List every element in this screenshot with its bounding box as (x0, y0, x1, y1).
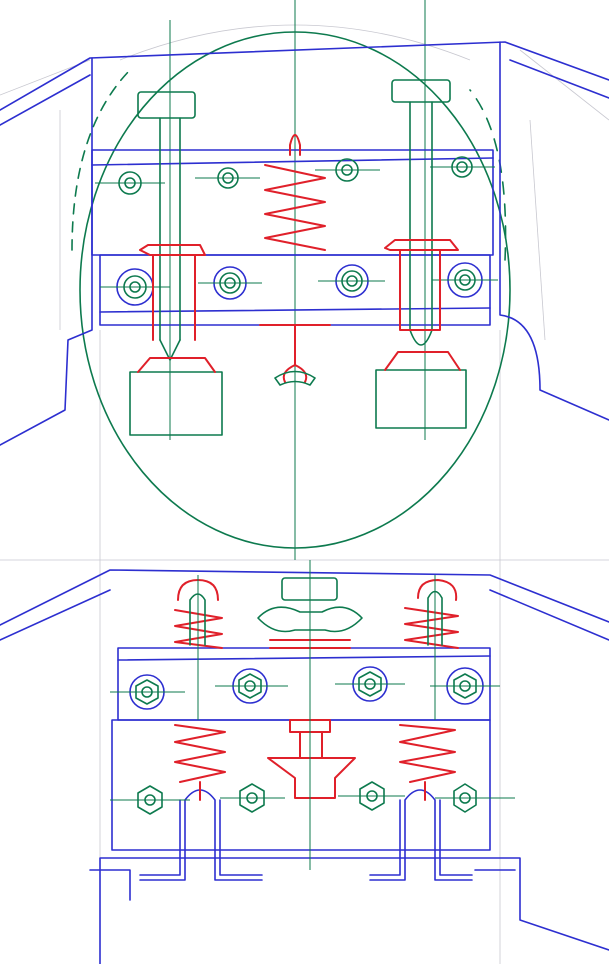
sketch-stroke (238, 673, 262, 699)
wing-nut (257, 606, 363, 633)
screw-icon (110, 674, 185, 710)
top-springs-and-seats (137, 134, 461, 386)
sketch-stroke (0, 57, 93, 446)
sketch-stroke (159, 339, 181, 361)
sketch-stroke (509, 59, 609, 99)
sketch-stroke (99, 857, 609, 964)
screw-icon (215, 668, 288, 704)
pressure-block-right (375, 369, 467, 429)
sketch-stroke (359, 781, 385, 811)
screw-icon (95, 171, 165, 195)
sketch-stroke (274, 370, 316, 386)
sketch-stroke (99, 307, 491, 313)
sketch-stroke (267, 719, 356, 799)
spring-icon (264, 134, 326, 251)
screw-icon (430, 667, 500, 705)
bottom-screws (110, 666, 515, 815)
clip-left (139, 789, 263, 881)
sketch-stroke (0, 41, 609, 111)
screw-icon (338, 781, 405, 811)
sketch-stroke (489, 589, 609, 641)
adjustment-knobs (129, 79, 467, 436)
spring-icon (404, 579, 459, 649)
sketch-stroke (453, 673, 477, 699)
screw-icon (195, 167, 260, 189)
screw-icon (432, 262, 498, 298)
pressure-block-left (129, 371, 223, 436)
sketch-stroke (453, 783, 477, 813)
sketch-stroke (499, 41, 609, 421)
sketch-stroke (384, 351, 461, 371)
screw-icon (110, 785, 190, 815)
screw-icon (198, 266, 262, 300)
spring-icon (174, 724, 226, 801)
knob-left (137, 91, 196, 119)
sketch-stroke (139, 799, 263, 876)
sketch-stroke (519, 49, 609, 121)
sketch-stroke (358, 671, 382, 697)
sketch-stroke (91, 157, 494, 166)
sketch-stroke (135, 679, 159, 705)
rotary-housing-circle (71, 0, 511, 560)
screw-icon (430, 156, 495, 178)
sketch-stroke (529, 119, 546, 341)
sketch-stroke (0, 569, 609, 626)
sketch-stroke (0, 589, 111, 641)
sketch-stroke (137, 357, 216, 373)
sketch-stroke (137, 785, 163, 815)
sketch-stroke (469, 89, 507, 261)
sketch-stroke (239, 783, 265, 813)
bottom-springs-and-nut (174, 560, 459, 870)
clip-right (369, 789, 473, 881)
sketch-stroke (0, 74, 91, 126)
spring-icon (399, 724, 456, 801)
screw-icon (220, 783, 285, 813)
screw-icon (435, 783, 515, 813)
sketch-stroke (369, 799, 473, 876)
screw-icon (318, 264, 385, 298)
top-screws (95, 156, 498, 306)
top-housing-outline (0, 41, 609, 446)
sketch-stroke (71, 69, 131, 251)
sketch-stroke (117, 655, 491, 661)
sketch-stroke (89, 869, 516, 901)
sketch-stroke (409, 329, 433, 346)
screw-icon (315, 158, 380, 182)
sketch-stroke (139, 244, 206, 341)
screw-icon (335, 666, 405, 702)
knob-right (391, 79, 451, 103)
sketch-stroke (384, 239, 459, 331)
bottom-housing-outline (0, 569, 609, 964)
